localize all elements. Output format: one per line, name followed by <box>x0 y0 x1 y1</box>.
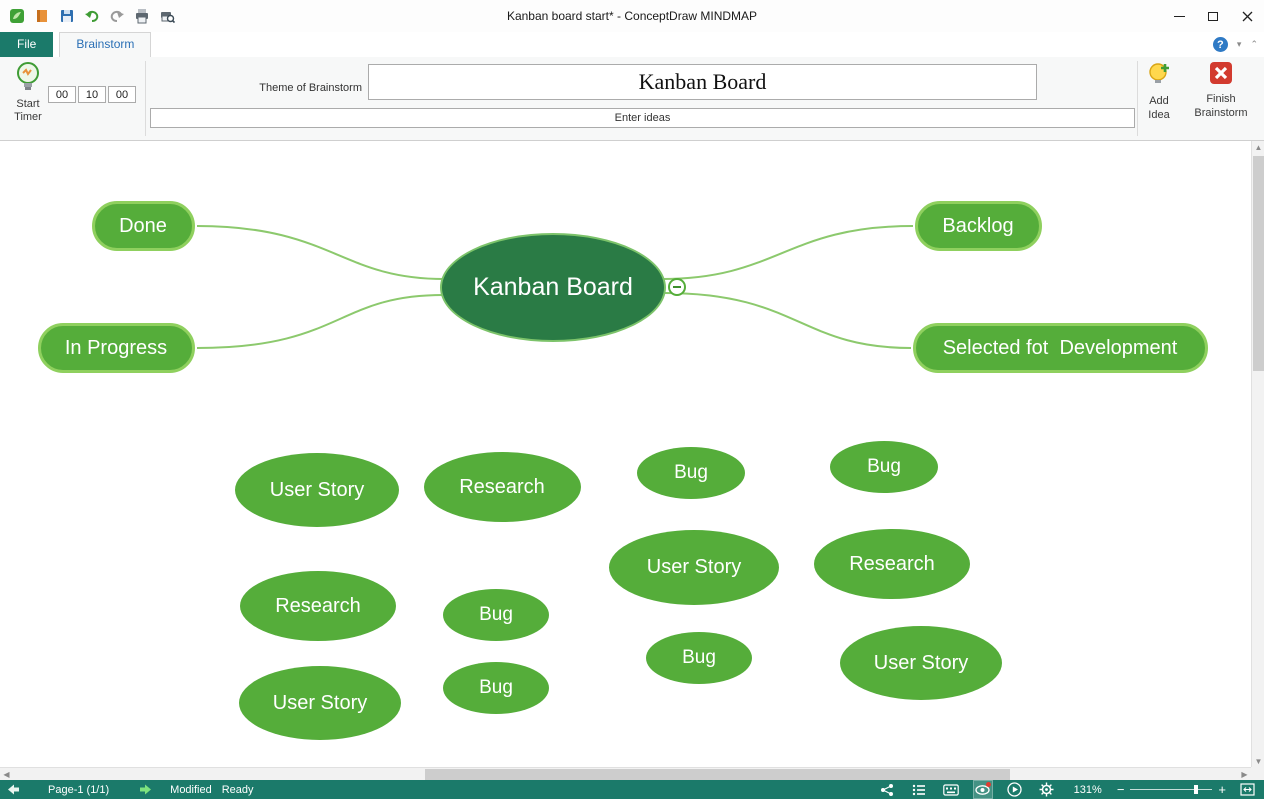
page-indicator[interactable]: Page-1 (1/1) <box>48 783 110 796</box>
floating-topic-user-story[interactable]: User Story <box>609 529 779 605</box>
branch-node-backlog[interactable]: Backlog <box>914 201 1042 251</box>
ready-status: Ready <box>221 783 254 796</box>
mindmap-canvas[interactable]: Kanban Board Done Backlog In Progress Selec… <box>0 141 1251 768</box>
timer-bulb-icon <box>15 61 41 96</box>
tab-brainstorm[interactable]: Brainstorm <box>59 32 152 57</box>
undo-icon[interactable] <box>83 7 101 25</box>
connection-layer <box>196 225 914 349</box>
theme-of-brainstorm-label: Theme of Brainstorm <box>259 82 362 94</box>
scrollbar-corner <box>1251 767 1264 780</box>
status-bar: Page-1 (1/1) Modified Ready 131% − <box>0 780 1264 799</box>
floating-topic-user-story[interactable]: User Story <box>235 453 399 527</box>
minimize-button[interactable] <box>1162 2 1196 30</box>
title-bar: Kanban board start* - ConceptDraw MINDMA… <box>0 0 1264 32</box>
tab-file[interactable]: File <box>0 32 54 57</box>
floating-topic-research[interactable]: Research <box>423 452 581 522</box>
vertical-scroll-thumb[interactable] <box>1253 156 1264 371</box>
new-document-icon[interactable] <box>33 7 51 25</box>
window-controls <box>1162 2 1264 30</box>
ribbon-group-divider <box>1137 61 1138 136</box>
collapse-branch-button[interactable] <box>668 278 686 296</box>
share-icon[interactable] <box>878 781 896 798</box>
branch-node-selected-for-development[interactable]: Selected fot Development <box>912 323 1208 373</box>
save-icon[interactable] <box>58 7 76 25</box>
redo-icon[interactable] <box>108 7 126 25</box>
brainstorm-theme-input[interactable] <box>368 64 1037 100</box>
floating-topic-bug[interactable]: Bug <box>646 632 752 684</box>
keyboard-icon[interactable] <box>942 781 960 798</box>
branch-node-in-progress[interactable]: In Progress <box>37 323 195 373</box>
floating-topic-bug[interactable]: Bug <box>637 447 745 499</box>
zoom-slider[interactable] <box>1130 785 1213 794</box>
presentation-eye-icon[interactable] <box>972 780 993 799</box>
settings-gear-icon[interactable] <box>1038 781 1056 798</box>
recording-dot <box>985 782 991 787</box>
zoom-out-icon[interactable]: − <box>1116 782 1125 797</box>
floating-topic-bug[interactable]: Bug <box>443 589 549 641</box>
play-presentation-icon[interactable] <box>1006 781 1024 798</box>
scroll-right-icon[interactable]: ▶ <box>1241 770 1248 779</box>
close-button[interactable] <box>1230 2 1264 30</box>
floating-topic-research[interactable]: Research <box>814 529 970 599</box>
zoom-slider-thumb[interactable] <box>1194 785 1199 794</box>
floating-topic-user-story[interactable]: User Story <box>239 666 401 740</box>
horizontal-scroll-thumb[interactable] <box>425 769 1010 780</box>
add-idea-bulb-icon <box>1147 61 1171 92</box>
floating-topic-research[interactable]: Research <box>240 571 396 641</box>
timer-fields <box>48 86 136 103</box>
window-title: Kanban board start* - ConceptDraw MINDMA… <box>506 9 758 23</box>
ribbon-group-divider <box>145 61 146 136</box>
scroll-up-icon[interactable]: ▲ <box>1254 143 1263 152</box>
branch-node-done[interactable]: Done <box>91 201 195 251</box>
modified-status: Modified <box>170 783 212 796</box>
help-icon[interactable]: ? <box>1212 37 1228 52</box>
vertical-scrollbar[interactable]: ▲ ▼ <box>1251 141 1264 768</box>
quick-access-toolbar <box>0 7 176 25</box>
print-preview-icon[interactable] <box>158 7 176 25</box>
timer-hours-field[interactable] <box>48 86 76 103</box>
horizontal-scrollbar[interactable]: ◀ ▶ <box>0 767 1251 780</box>
zoom-in-icon[interactable]: + <box>1218 782 1226 797</box>
scroll-left-icon[interactable]: ◀ <box>3 770 10 779</box>
floating-topic-bug[interactable]: Bug <box>830 441 938 493</box>
workspace: Kanban Board Done Backlog In Progress Selec… <box>0 141 1264 780</box>
next-page-icon[interactable] <box>136 781 154 798</box>
print-icon[interactable] <box>133 7 151 25</box>
timer-seconds-field[interactable] <box>108 86 136 103</box>
zoom-percentage[interactable]: 131% <box>1073 783 1102 796</box>
maximize-button[interactable] <box>1196 2 1230 30</box>
previous-page-icon[interactable] <box>4 781 22 798</box>
central-topic-node[interactable]: Kanban Board <box>440 233 666 342</box>
outline-view-icon[interactable] <box>910 781 928 798</box>
ribbon-tab-row: File Brainstorm ? ▾ ⌃ <box>0 32 1264 57</box>
collapse-ribbon-icon[interactable]: ⌃ <box>1250 39 1258 49</box>
scroll-down-icon[interactable]: ▼ <box>1254 757 1263 766</box>
finish-x-icon <box>1209 61 1233 90</box>
floating-topic-user-story[interactable]: User Story <box>840 626 1002 700</box>
fit-page-icon[interactable] <box>1238 781 1256 798</box>
floating-topic-bug[interactable]: Bug <box>443 662 549 714</box>
app-logo-icon <box>8 7 26 25</box>
chevron-down-icon[interactable]: ▾ <box>1236 39 1242 49</box>
enter-ideas-input[interactable] <box>150 108 1135 128</box>
timer-minutes-field[interactable] <box>78 86 106 103</box>
